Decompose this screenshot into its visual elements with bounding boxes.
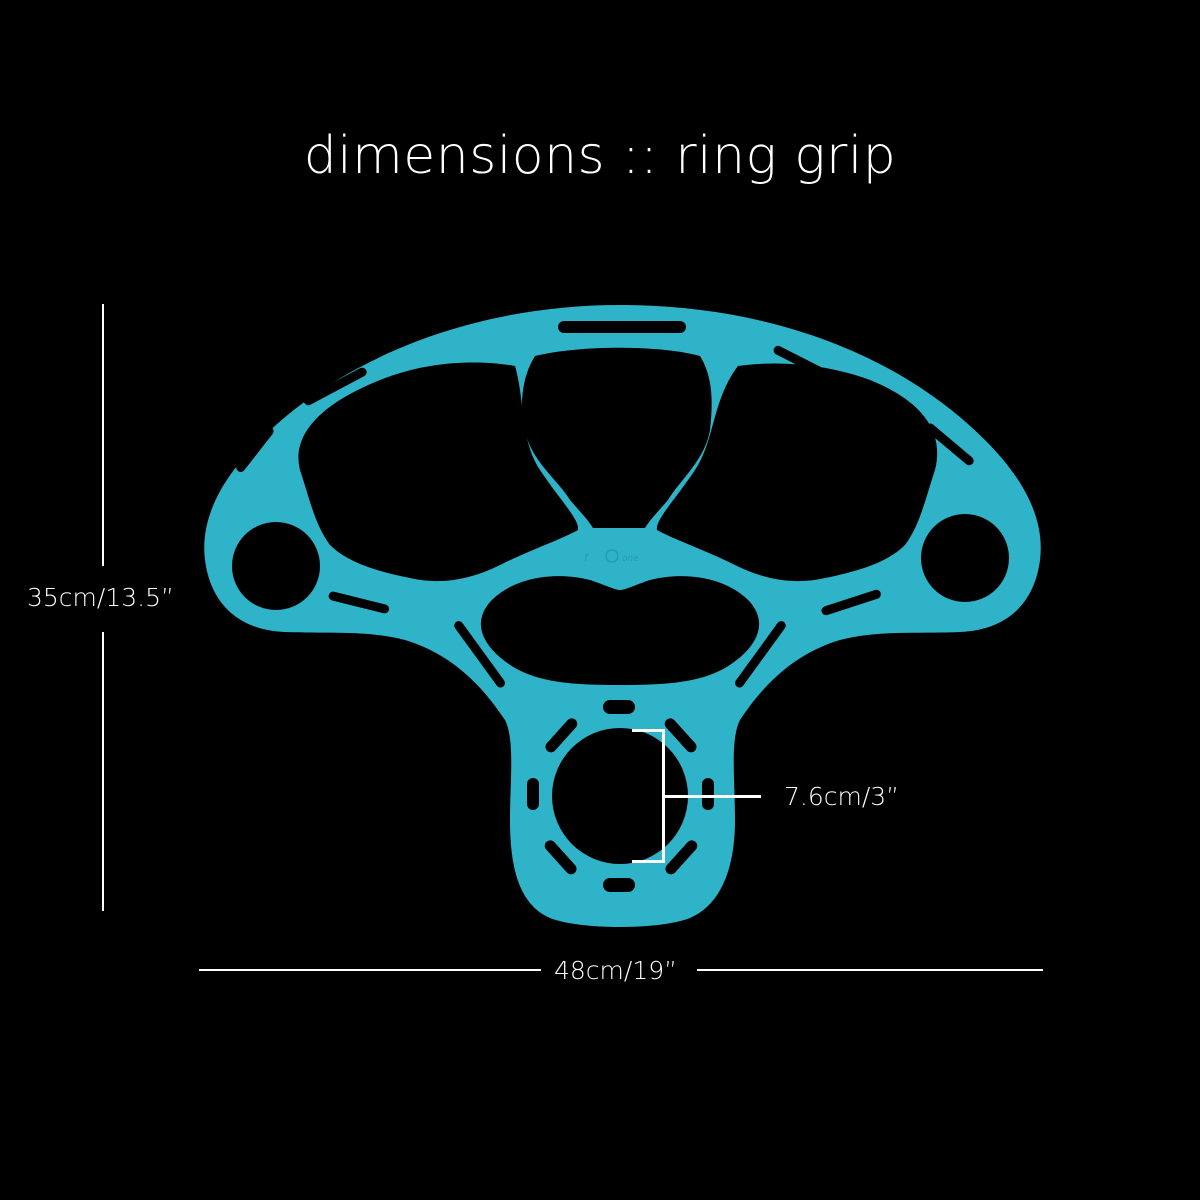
svg-text:one: one [622,554,639,564]
height-dimension-label: 35cm/13.5” [27,583,174,612]
width-dimension-line-right [697,969,1043,971]
brand-logo-icon: f one [584,549,639,564]
ring-bracket-bottom [632,860,665,863]
width-dimension-line-left [199,969,541,971]
height-dimension-line-bottom [102,632,104,911]
width-dimension-label: 48cm/19” [554,956,678,985]
ring-diameter-leader-line [665,795,761,798]
ring-grip-body [204,305,1041,927]
page-title: dimensions :: ring grip [303,126,897,186]
height-dimension-line-top [102,304,104,566]
ring-bracket-vertical [662,729,665,863]
ring-bracket-top [632,729,665,732]
ring-diameter-label: 7.6cm/3” [784,782,900,811]
svg-text:f: f [584,551,590,564]
